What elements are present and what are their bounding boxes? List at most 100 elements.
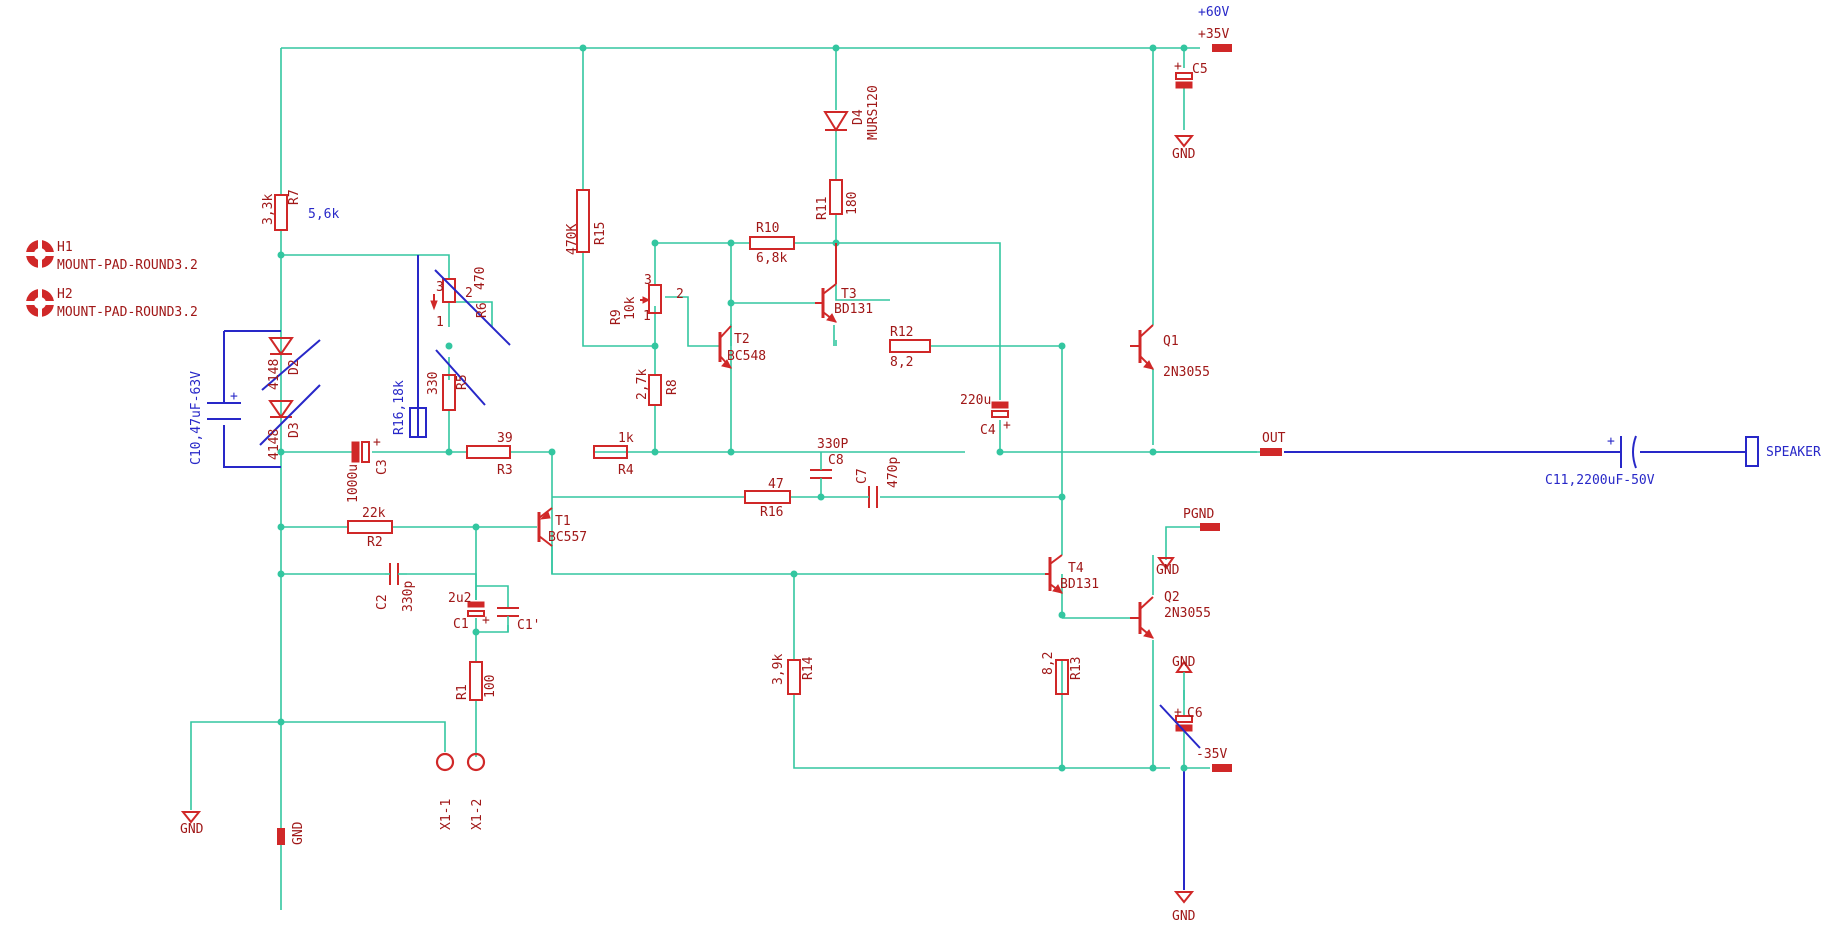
capacitor-c7: C7 470p	[818, 457, 901, 508]
capacitor-c5: + C5 GND	[1172, 59, 1208, 162]
svg-text:+: +	[1174, 705, 1182, 720]
svg-text:R1: R1	[455, 684, 470, 700]
resistor-r8: 2,7k R8	[635, 369, 680, 406]
resistor-r16-18k: R16,18k	[392, 380, 427, 438]
svg-text:R6: R6	[475, 302, 490, 318]
svg-text:2: 2	[465, 286, 473, 301]
svg-text:BD131: BD131	[1060, 577, 1099, 592]
svg-text:180: 180	[845, 192, 860, 215]
svg-text:R9: R9	[609, 309, 624, 325]
resistor-r14: 3,9k R14	[771, 654, 816, 695]
svg-text:470p: 470p	[886, 457, 901, 488]
transistor-q2: Q2 2N3055	[1130, 590, 1211, 639]
svg-text:C4: C4	[980, 423, 996, 438]
resistor-r15: 470K R15	[565, 189, 608, 255]
svg-text:MURS120: MURS120	[866, 85, 881, 140]
svg-text:220u: 220u	[960, 393, 991, 408]
capacitor-c6: GND + C6	[1159, 655, 1203, 749]
svg-text:39: 39	[497, 431, 513, 446]
svg-text:SPEAKER: SPEAKER	[1766, 445, 1821, 460]
svg-text:+: +	[1174, 59, 1182, 74]
svg-text:330P: 330P	[817, 437, 848, 452]
svg-text:1000u: 1000u	[346, 464, 361, 503]
resistor-r1: R1 100	[455, 661, 498, 701]
transistor-t1: T1 BC557	[537, 507, 587, 547]
svg-text:GND: GND	[291, 821, 306, 845]
svg-text:GND: GND	[1172, 147, 1196, 162]
resistor-r12: R12 8,2	[889, 325, 931, 370]
svg-text:X1-1: X1-1	[439, 799, 454, 830]
svg-text:R3: R3	[497, 463, 513, 478]
svg-text:OUT: OUT	[1262, 431, 1286, 446]
svg-text:22k: 22k	[362, 506, 386, 521]
svg-text:Q2: Q2	[1164, 590, 1180, 605]
supply-p35v: +60V +35V	[1198, 5, 1232, 52]
transistor-t2: T2 BC548	[718, 325, 766, 369]
svg-text:2N3055: 2N3055	[1163, 365, 1210, 380]
resistor-r4: 1k R4	[593, 431, 634, 478]
svg-text:BD131: BD131	[834, 302, 873, 317]
svg-text:R8: R8	[665, 379, 680, 395]
svg-text:+: +	[373, 435, 381, 450]
svg-text:MOUNT-PAD-ROUND3.2: MOUNT-PAD-ROUND3.2	[57, 305, 198, 320]
svg-text:330: 330	[426, 372, 441, 395]
resistor-r16: 47 R16	[744, 477, 791, 520]
mount-pad-h2: H2 MOUNT-PAD-ROUND3.2	[24, 287, 198, 320]
svg-text:1k: 1k	[618, 431, 634, 446]
svg-text:C7: C7	[855, 468, 870, 484]
svg-text:GND: GND	[1172, 655, 1196, 670]
svg-text:8,2: 8,2	[1041, 652, 1056, 675]
capacitor-c1-prime: C1'	[497, 607, 540, 633]
capacitor-c8: 330P C8	[810, 437, 848, 497]
svg-text:3: 3	[436, 280, 444, 295]
resistor-r13: 8,2 R13	[1041, 652, 1084, 695]
resistor-r2: 22k R2	[347, 506, 393, 550]
svg-text:R14: R14	[801, 656, 816, 680]
svg-text:1: 1	[643, 309, 651, 324]
svg-text:330p: 330p	[401, 581, 416, 612]
capacitor-c2: C2 330p	[375, 563, 416, 612]
ground-mid: GND	[277, 821, 306, 845]
svg-text:C2: C2	[375, 594, 390, 610]
svg-text:R15: R15	[593, 222, 608, 245]
speaker-connector: SPEAKER	[1745, 436, 1821, 467]
svg-text:2: 2	[676, 287, 684, 302]
svg-text:C10,47uF-63V: C10,47uF-63V	[189, 371, 204, 465]
transistor-q1: Q1 2N3055	[1130, 324, 1210, 380]
svg-text:R10: R10	[756, 221, 779, 236]
svg-text:H1: H1	[57, 240, 73, 255]
resistor-r5: 330 R5	[426, 349, 486, 411]
svg-text:BC557: BC557	[548, 530, 587, 545]
svg-text:BC548: BC548	[727, 349, 766, 364]
resistor-r3: 39 R3	[466, 431, 513, 478]
resistor-r11: R11 180	[815, 179, 860, 220]
svg-text:8,2: 8,2	[890, 355, 913, 370]
svg-text:-35V: -35V	[1196, 747, 1227, 762]
svg-text:R13: R13	[1069, 657, 1084, 680]
mount-pad-h1: H1 MOUNT-PAD-ROUND3.2	[24, 238, 198, 273]
svg-text:D2: D2	[287, 359, 302, 375]
svg-text:3: 3	[644, 273, 652, 288]
svg-text:MOUNT-PAD-ROUND3.2: MOUNT-PAD-ROUND3.2	[57, 258, 198, 273]
connector-x1: X1-1 X1-2	[435, 752, 486, 830]
svg-text:2N3055: 2N3055	[1164, 606, 1211, 621]
capacitor-c11: + C11,2200uF-50V	[1545, 434, 1655, 488]
svg-text:10k: 10k	[623, 296, 638, 320]
svg-text:T1: T1	[555, 514, 571, 529]
svg-text:+: +	[1003, 418, 1011, 433]
svg-text:R11: R11	[815, 197, 830, 220]
capacitor-c10: + C10,47uF-63V	[189, 371, 241, 465]
pgnd-label: PGND GND	[1156, 507, 1220, 578]
svg-text:6,8k: 6,8k	[756, 251, 787, 266]
svg-text:R5: R5	[455, 374, 470, 390]
transistor-t4: T4 BD131	[1045, 554, 1099, 594]
svg-text:4148: 4148	[267, 359, 282, 390]
svg-text:PGND: PGND	[1183, 507, 1214, 522]
svg-text:C1: C1	[453, 617, 469, 632]
svg-text:2u2: 2u2	[448, 591, 471, 606]
trimmer-r6: 3 1 2 470 R6	[430, 267, 511, 346]
svg-text:2,7k: 2,7k	[635, 369, 650, 400]
svg-text:GND: GND	[180, 822, 204, 837]
svg-text:470K: 470K	[565, 224, 580, 255]
net-wires	[223, 255, 1746, 890]
